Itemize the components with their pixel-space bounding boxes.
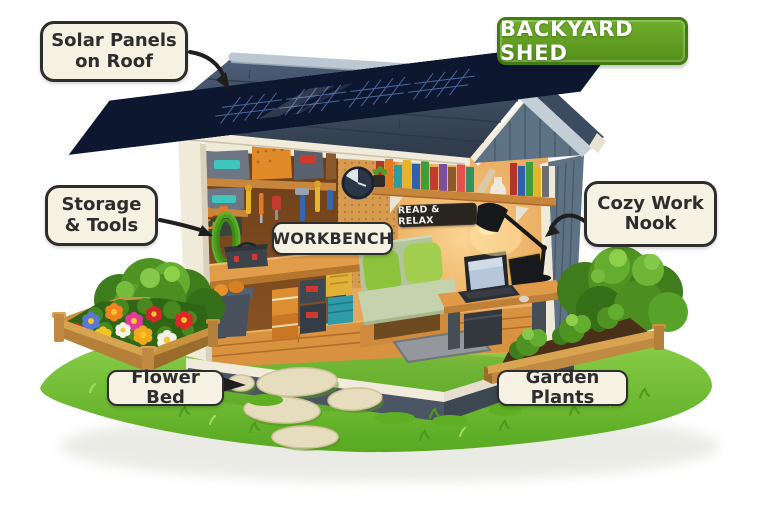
- storage-arrow: [158, 218, 213, 236]
- callout-nook-line2: Nook: [624, 213, 677, 234]
- solar-panel-array: [68, 37, 622, 155]
- hanging-tools: [245, 180, 333, 223]
- mouse: [519, 295, 529, 303]
- flower-bed-label-tail: [222, 377, 246, 392]
- callout-storage-tools: Storage & Tools: [45, 185, 158, 246]
- callout-nook-line1: Cozy Work: [597, 192, 704, 214]
- callout-storage-line1: Storage: [61, 194, 142, 216]
- stepping-stones: [227, 367, 384, 451]
- gable-siding: [474, 99, 584, 163]
- read-relax-sign: READ & RELAX: [397, 202, 478, 228]
- callout-solar-panels: Solar Panels on Roof: [40, 21, 188, 82]
- nook-arrow: [545, 213, 588, 237]
- shed: [68, 37, 622, 422]
- wall-clock: [341, 166, 375, 200]
- callout-garden-label: Garden Plants: [525, 366, 600, 408]
- callout-flower-bed: Flower Bed: [107, 366, 224, 408]
- desk-lamp: [470, 202, 551, 282]
- callout-solar-line1: Solar Panels: [51, 30, 177, 52]
- flower-bed-illustration: [52, 297, 220, 376]
- callout-workbench-label: WORKBENCH: [272, 228, 393, 248]
- garden-planter: [484, 304, 666, 384]
- laptop: [458, 251, 529, 303]
- title-badge: BACKYARD SHED: [497, 17, 688, 65]
- bookshelf: [371, 159, 557, 223]
- title-badge-label: BACKYARD SHED: [500, 17, 634, 65]
- read-relax-sign-label: READ & RELAX: [397, 203, 440, 228]
- workbench-illustration: [199, 242, 362, 341]
- garden-plants-illustration: [509, 304, 624, 359]
- solar-arrow: [188, 50, 230, 90]
- callout-garden-plants: Garden Plants: [497, 366, 628, 408]
- callout-cozy-work-nook: Cozy Work Nook: [584, 181, 717, 247]
- callout-flower-label: Flower Bed: [131, 366, 200, 408]
- right-bushes: [557, 246, 688, 334]
- callout-storage-line2: & Tools: [64, 214, 139, 236]
- callout-arrows: [158, 50, 588, 392]
- callout-workbench: WORKBENCH: [272, 222, 393, 255]
- callout-solar-line2: on Roof: [75, 50, 153, 72]
